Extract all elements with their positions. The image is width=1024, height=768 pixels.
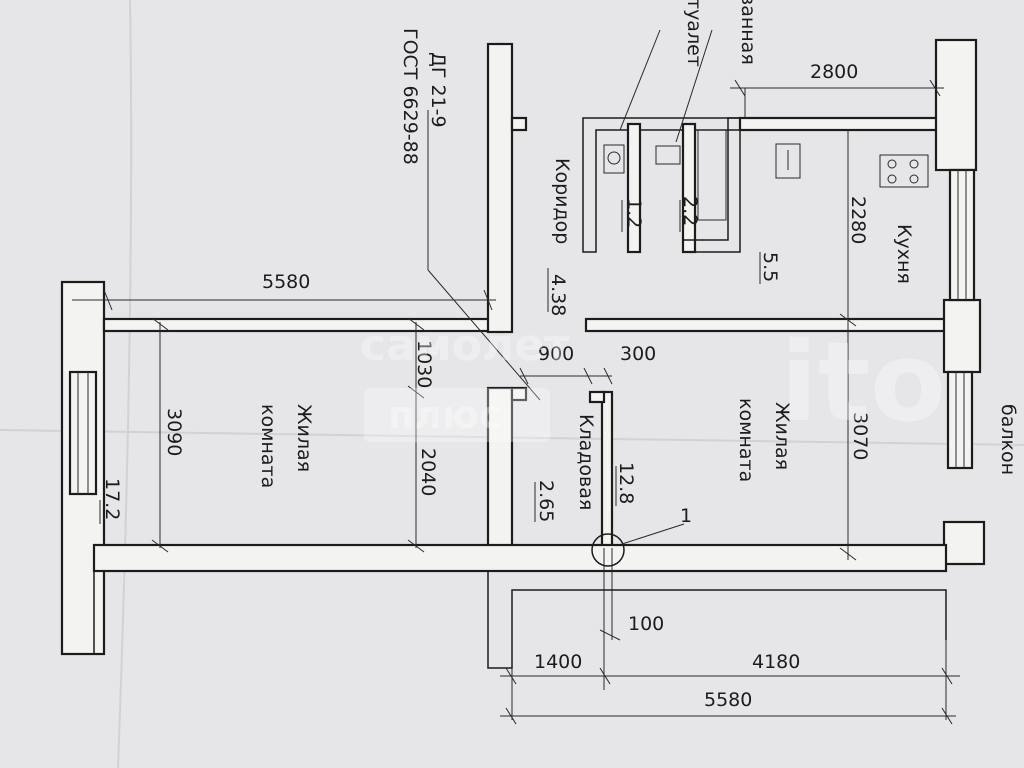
living-left-label-2: комната (257, 404, 279, 488)
gost-line-2: ГОСТ 6629-88 (399, 28, 421, 165)
watermark-side: ito (780, 318, 946, 446)
dim-storage-right: 300 (620, 343, 656, 365)
dim-wall-thickness: 100 (628, 613, 664, 635)
gost-line-1: ДГ 21-9 (427, 52, 449, 128)
corridor-area: 4.38 (547, 274, 569, 316)
bathroom-divider (626, 122, 642, 254)
toilet-label: туалет (683, 0, 705, 67)
corridor-label: Коридор (551, 158, 573, 244)
hall-area: 5.5 (759, 252, 781, 282)
living-left-label-1: Жилая (293, 404, 315, 472)
bottom-left-wall (62, 571, 95, 655)
right-wall-pier (942, 298, 982, 374)
corridor-notch (510, 116, 528, 132)
storage-notch-right (588, 390, 606, 404)
bathroom-block (582, 117, 741, 253)
right-exterior-wall-lower (942, 520, 986, 566)
kitchen-label: Кухня (893, 224, 915, 284)
living-right-label-2: комната (735, 398, 757, 482)
bathroom-divider-2 (681, 122, 697, 254)
bottom-partition (92, 543, 948, 573)
dim-kitchen: 2280 (847, 196, 869, 244)
toilet-leader (619, 29, 661, 131)
kitchen-top-wall (738, 116, 942, 132)
balcony-window (946, 370, 974, 470)
balcony-door (948, 168, 976, 302)
watermark-subtext: плюс (388, 393, 502, 437)
storage-area: 2.65 (535, 480, 557, 522)
paper-fold (117, 0, 133, 768)
stove (879, 154, 929, 188)
living-left-area: 17.2 (101, 478, 123, 520)
detail-circle (591, 533, 625, 567)
toilet-fixture (603, 144, 625, 174)
dim-door-gap: 1030 (413, 340, 435, 388)
bottom-corridor-wall (94, 570, 947, 669)
bathroom-label: ванная (737, 0, 759, 65)
dim-top-right: 2800 (810, 61, 858, 83)
detail-marker: 1 (680, 505, 692, 527)
balcony-label: балкон (997, 404, 1019, 475)
sink-fixture (655, 145, 681, 165)
left-window (68, 370, 98, 496)
storage-notch (510, 386, 528, 402)
dim-storage-length: 2040 (417, 448, 439, 496)
right-exterior-wall (934, 38, 978, 172)
bathtub (697, 129, 727, 221)
dim-left-room: 3090 (163, 408, 185, 456)
watermark-badge (364, 388, 550, 442)
storage-wall-right (600, 390, 614, 550)
toilet-area: 1.2 (623, 198, 645, 228)
bathroom-area: 2.2 (679, 196, 701, 226)
living-right-area: 12.8 (615, 462, 637, 504)
living-right-label-1: Жилая (771, 402, 793, 470)
dim-right-room: 3070 (849, 412, 871, 460)
watermark-text: самолет (360, 320, 570, 371)
bathroom-leader (675, 29, 713, 143)
dim-top-left: 5580 (262, 271, 310, 293)
corridor-wall (486, 42, 514, 334)
dim-bottom-total: 5580 (704, 689, 752, 711)
dim-storage-door: 900 (538, 343, 574, 365)
dim-bottom-left: 1400 (534, 651, 582, 673)
dim-bottom-right: 4180 (752, 651, 800, 673)
storage-label: Кладовая (575, 414, 597, 510)
kitchen-sink (775, 143, 801, 179)
